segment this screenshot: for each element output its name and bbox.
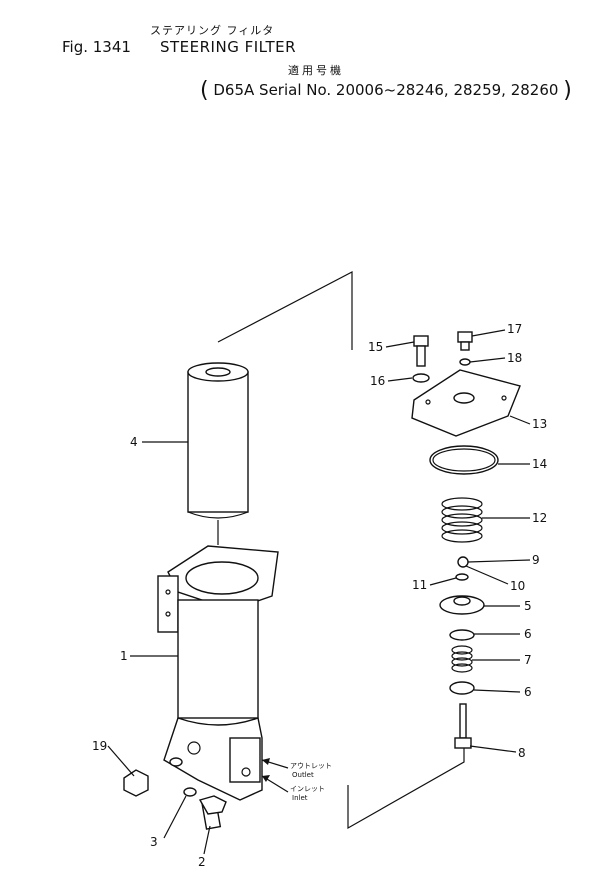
figure-title: STEERING FILTER bbox=[160, 38, 297, 56]
callout-10: 10 bbox=[510, 579, 525, 593]
valve-center bbox=[453, 596, 471, 606]
o-ring bbox=[429, 445, 499, 475]
center-rod bbox=[454, 703, 472, 749]
callout-15: 15 bbox=[368, 340, 383, 354]
assembly-guide-lines bbox=[217, 271, 465, 830]
japanese-serial-label: 適用号機 bbox=[288, 64, 344, 77]
callout-7: 7 bbox=[524, 653, 532, 667]
callout-16: 16 bbox=[370, 374, 385, 388]
inlet-en-label: Inlet bbox=[292, 794, 308, 802]
callout-2: 2 bbox=[198, 855, 206, 869]
callout-11: 11 bbox=[412, 578, 427, 592]
callout-19: 19 bbox=[92, 739, 107, 753]
callout-9: 9 bbox=[532, 553, 540, 567]
leader-lines bbox=[107, 329, 531, 855]
o-ring-inner bbox=[432, 448, 496, 472]
small-spring bbox=[451, 645, 473, 673]
open-paren-glyph: ( bbox=[200, 78, 209, 103]
callout-18: 18 bbox=[507, 351, 522, 365]
callout-14: 14 bbox=[532, 457, 547, 471]
nut bbox=[457, 556, 469, 568]
inlet-jp-label: インレット bbox=[290, 785, 325, 793]
outlet-jp-label: アウトレット bbox=[290, 762, 332, 770]
callout-6-lower: 6 bbox=[524, 685, 532, 699]
serial-number-line: ( D65A Serial No. 20006~28246, 28259, 28… bbox=[200, 76, 572, 103]
callout-1: 1 bbox=[120, 649, 128, 663]
filter-case bbox=[157, 545, 279, 801]
callout-13: 13 bbox=[532, 417, 547, 431]
callout-4: 4 bbox=[130, 435, 138, 449]
outlet-en-label: Outlet bbox=[292, 771, 314, 779]
callout-12: 12 bbox=[532, 511, 547, 525]
bottom-fasteners bbox=[123, 757, 227, 830]
callout-17: 17 bbox=[507, 322, 522, 336]
washer bbox=[455, 573, 469, 581]
japanese-title: ステアリング フィルタ bbox=[150, 24, 275, 37]
figure-number: Fig. 1341 bbox=[62, 38, 131, 56]
callout-8: 8 bbox=[518, 746, 526, 760]
filter-cover bbox=[411, 369, 521, 437]
seat-upper bbox=[449, 629, 475, 641]
seat-lower bbox=[449, 681, 475, 695]
serial-number-text: D65A Serial No. 20006~28246, 28259, 2826… bbox=[213, 81, 559, 99]
callout-6-upper: 6 bbox=[524, 627, 532, 641]
callout-5: 5 bbox=[524, 599, 532, 613]
port-arrows bbox=[261, 758, 289, 793]
close-paren-glyph: ) bbox=[563, 78, 572, 103]
large-spring bbox=[441, 497, 483, 543]
filter-element bbox=[187, 362, 249, 519]
callout-3: 3 bbox=[150, 835, 158, 849]
top-fasteners bbox=[412, 331, 473, 383]
